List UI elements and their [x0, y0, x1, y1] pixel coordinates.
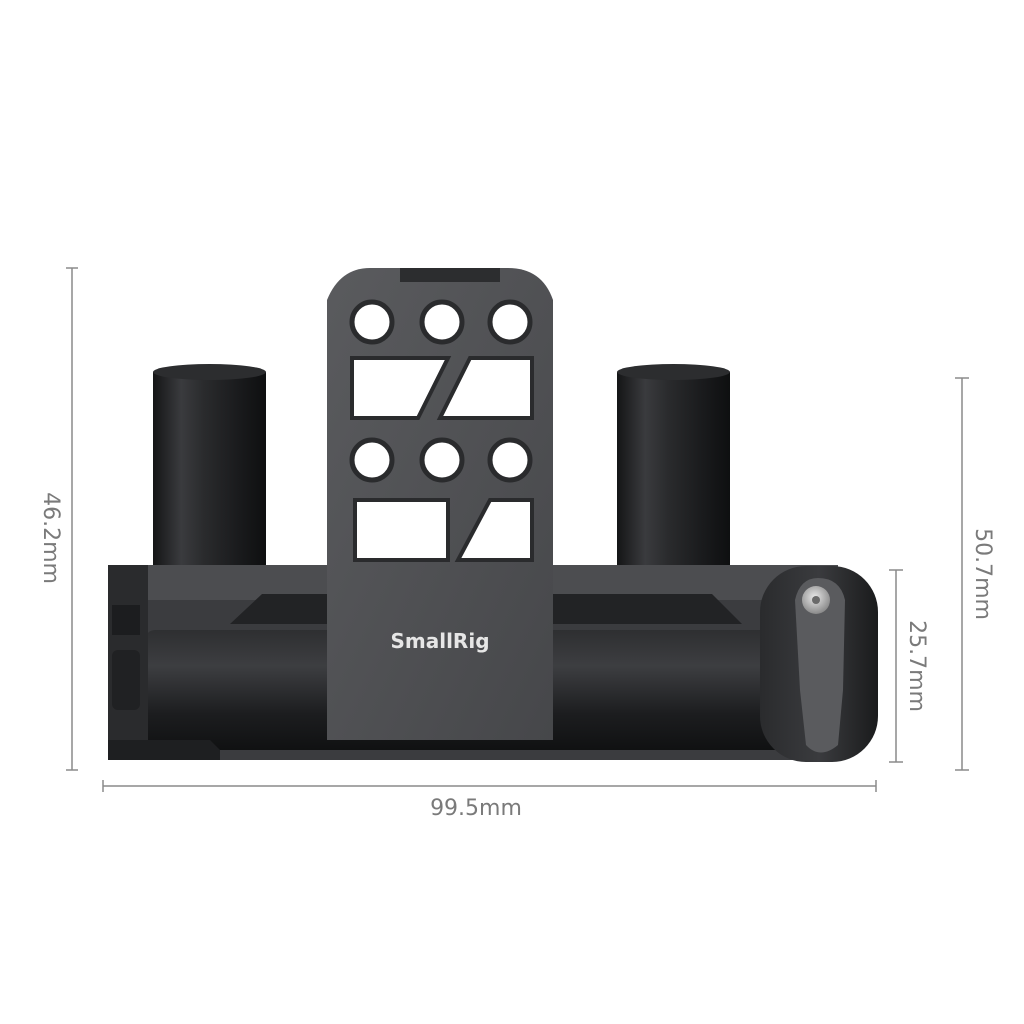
left-end-stop [108, 565, 220, 760]
clamp-lever[interactable] [795, 578, 845, 753]
mount-slot [350, 356, 452, 420]
dimension-rod-height: 50.7mm [955, 377, 995, 771]
mounting-plate: SmallRig [327, 268, 553, 740]
mount-hole [419, 299, 465, 345]
dimension-width: 99.5mm [102, 780, 877, 821]
dimension-clamp-height: 25.7mm [889, 569, 929, 763]
dimension-label-rod-height: 50.7mm [970, 528, 995, 620]
left-rod [153, 364, 266, 572]
mount-hole [487, 299, 533, 345]
mount-slot [436, 356, 534, 420]
dimension-label-width: 99.5mm [430, 796, 522, 821]
mount-slot [454, 498, 534, 562]
dimension-lines: 46.2mm 99.5mm 25.7mm 50.7mm [38, 267, 995, 821]
right-clamp [760, 566, 878, 762]
mount-hole [487, 437, 533, 483]
mount-slot [353, 498, 450, 562]
mount-hole [349, 299, 395, 345]
dimension-label-clamp-height: 25.7mm [904, 620, 929, 712]
mount-hole [419, 437, 465, 483]
dimension-label-total-height: 46.2mm [38, 492, 63, 584]
mount-hole [349, 437, 395, 483]
dimension-total-height: 46.2mm [38, 267, 78, 771]
brand-logo: SmallRig [390, 629, 489, 653]
rod-clamp-product: SmallRig [108, 268, 878, 762]
right-rod [617, 364, 730, 572]
